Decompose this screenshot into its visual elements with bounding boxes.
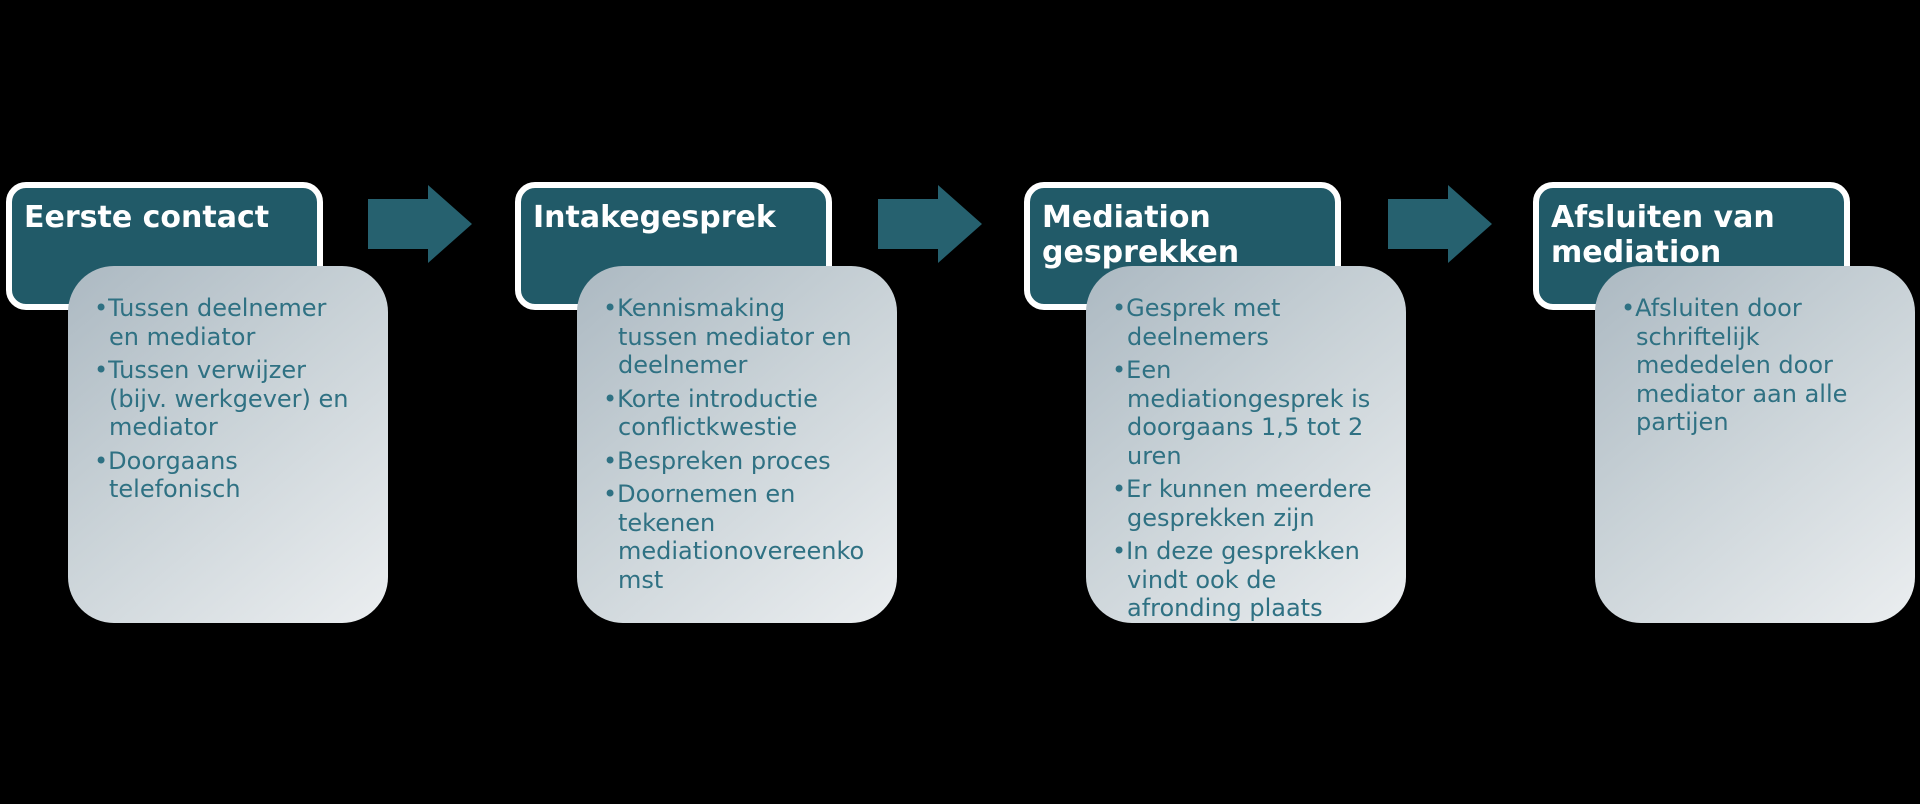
arrow-right-icon <box>878 185 982 263</box>
bullet-item: Kennismaking tussen mediator en deelneme… <box>603 294 867 380</box>
bullet-item: Korte introductie conflictkwestie <box>603 385 867 442</box>
bullet-item: Een mediationgesprek is doorgaans 1,5 to… <box>1112 356 1376 470</box>
bullet-item: Er kunnen meerdere gesprekken zijn <box>1112 475 1376 532</box>
bullet-item: Doornemen en tekenen mediationovereenkom… <box>603 480 867 594</box>
arrow-right-icon <box>368 185 472 263</box>
step-2-body: Kennismaking tussen mediator en deelneme… <box>577 266 897 623</box>
step-3-bullet-list: Gesprek met deelnemersEen mediationgespr… <box>1112 294 1376 623</box>
bullet-item: Doorgaans telefonisch <box>94 447 358 504</box>
step-2-title: Intakegesprek <box>533 200 776 235</box>
bullet-item: In deze gesprekken vindt ook de afrondin… <box>1112 537 1376 623</box>
step-4-title: Afsluiten van mediation <box>1551 200 1775 270</box>
arrow-right-icon <box>1388 185 1492 263</box>
bullet-item: Bespreken proces <box>603 447 867 476</box>
bullet-item: Tussen verwijzer (bijv. werkgever) en me… <box>94 356 358 442</box>
step-1-bullet-list: Tussen deelnemer en mediatorTussen verwi… <box>94 294 358 504</box>
step-4-body: Afsluiten door schriftelijk mededelen do… <box>1595 266 1915 623</box>
step-3-body: Gesprek met deelnemersEen mediationgespr… <box>1086 266 1406 623</box>
step-2-bullet-list: Kennismaking tussen mediator en deelneme… <box>603 294 867 594</box>
step-4-bullet-list: Afsluiten door schriftelijk mededelen do… <box>1621 294 1885 437</box>
step-1-title: Eerste contact <box>24 200 270 235</box>
bullet-item: Tussen deelnemer en mediator <box>94 294 358 351</box>
bullet-item: Gesprek met deelnemers <box>1112 294 1376 351</box>
step-1-body: Tussen deelnemer en mediatorTussen verwi… <box>68 266 388 623</box>
step-3-title: Mediation gesprekken <box>1042 200 1240 270</box>
bullet-item: Afsluiten door schriftelijk mededelen do… <box>1621 294 1885 437</box>
